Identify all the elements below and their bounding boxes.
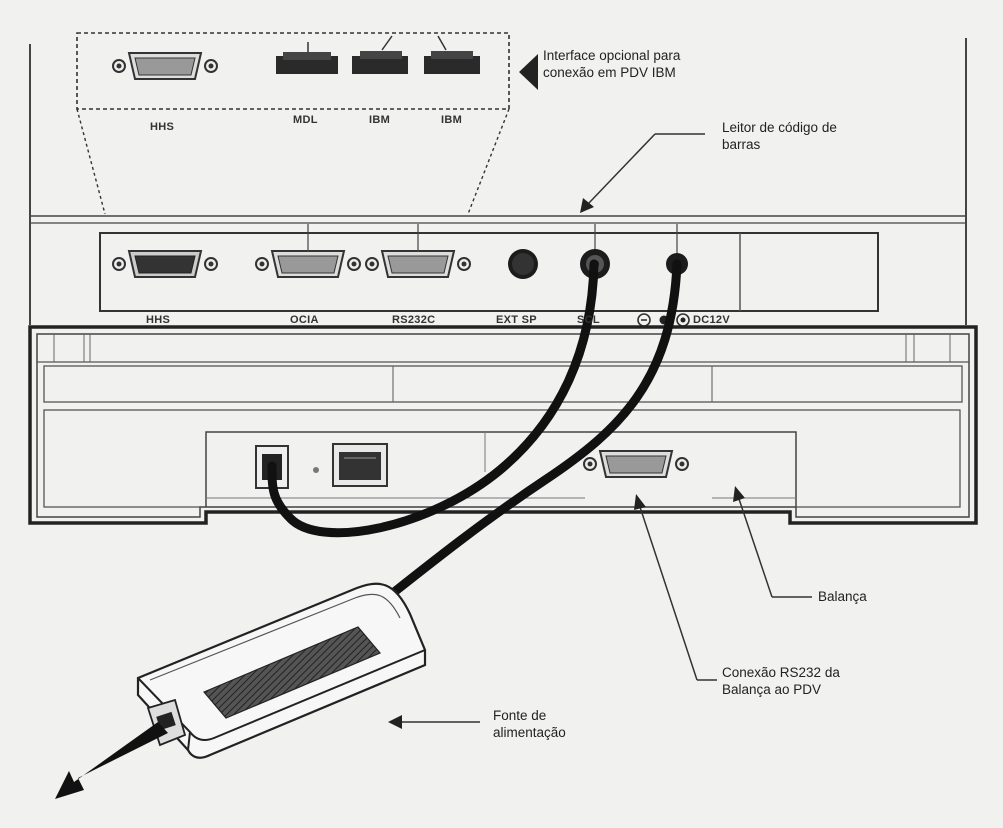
- power-output-arrow: [55, 722, 168, 799]
- rear-panel: [99, 224, 879, 327]
- panel-port-label-ext-sp: EXT SP: [496, 314, 537, 326]
- optional-interface-callout: Interface opcional para conexão em PDV I…: [543, 48, 681, 80]
- panel-port-label-dc12v: DC12V: [693, 314, 730, 326]
- mdl-port-icon: [276, 42, 338, 74]
- opt-port-label-ibm1: IBM: [369, 114, 391, 126]
- ext-sp-jack-icon: [508, 249, 538, 279]
- opt-port-label-mdl: MDL: [293, 114, 318, 126]
- led-indicator-icon: [313, 467, 319, 473]
- pos-device-upper: [29, 38, 967, 325]
- cables: [267, 259, 682, 620]
- ibm-port-icon-2: [424, 35, 480, 74]
- hhs-panel-port-icon: [112, 250, 218, 278]
- opt-port-label-hhs: HHS: [150, 121, 175, 133]
- opt-port-label-ibm2: IBM: [441, 114, 463, 126]
- scale-callout: Balança: [818, 589, 867, 604]
- barcode-callout-arrow: [580, 133, 705, 213]
- power-supply-callout: Fonte de alimentação: [493, 708, 566, 740]
- rs232-connection-callout: Conexão RS232 da Balança ao PDV: [722, 665, 840, 697]
- barcode-reader-callout: Leitor de código de barras: [722, 120, 837, 152]
- power-supply: [136, 582, 427, 759]
- hhs-port-icon: [112, 52, 218, 80]
- scale-callout-arrow: [733, 486, 812, 598]
- panel-port-label-ocia: OCIA: [290, 314, 319, 326]
- optional-interface-box: [76, 32, 510, 215]
- panel-port-label-scl: SCL: [577, 314, 600, 326]
- rj45-port-icon: [332, 443, 388, 487]
- rs232c-port-icon: [365, 250, 471, 278]
- ocia-port-icon: [255, 250, 361, 278]
- base-rs232-port-icon: [583, 450, 689, 478]
- ibm-port-icon: [352, 35, 408, 74]
- panel-port-label-hhs: HHS: [146, 314, 171, 326]
- interface-callout-arrow: [519, 54, 538, 90]
- power-callout-arrow: [388, 715, 480, 729]
- rs232-callout-arrow: [634, 494, 717, 681]
- scale-base: [28, 325, 978, 525]
- panel-port-label-rs232c: RS232C: [392, 314, 436, 326]
- polarity-icon: [637, 313, 690, 327]
